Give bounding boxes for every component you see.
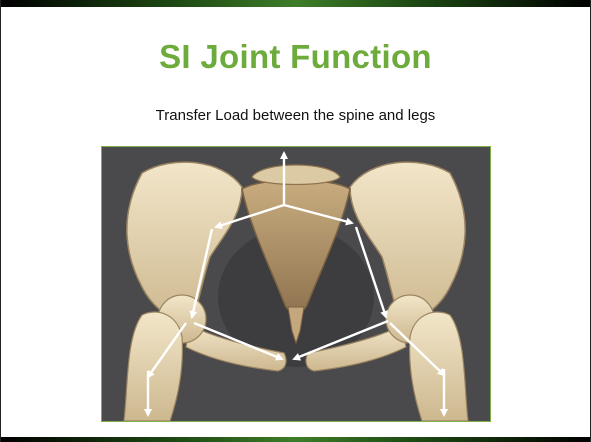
right-femur — [410, 312, 468, 421]
slide-title: SI Joint Function — [1, 38, 590, 76]
slide-subtitle: Transfer Load between the spine and legs — [1, 107, 590, 124]
lumbar-vertebra — [252, 165, 340, 185]
pelvis-figure — [101, 146, 491, 422]
left-femur — [124, 312, 182, 421]
bottom-accent-bar — [1, 437, 590, 442]
pelvis-illustration — [102, 147, 490, 421]
top-accent-bar — [1, 0, 590, 7]
